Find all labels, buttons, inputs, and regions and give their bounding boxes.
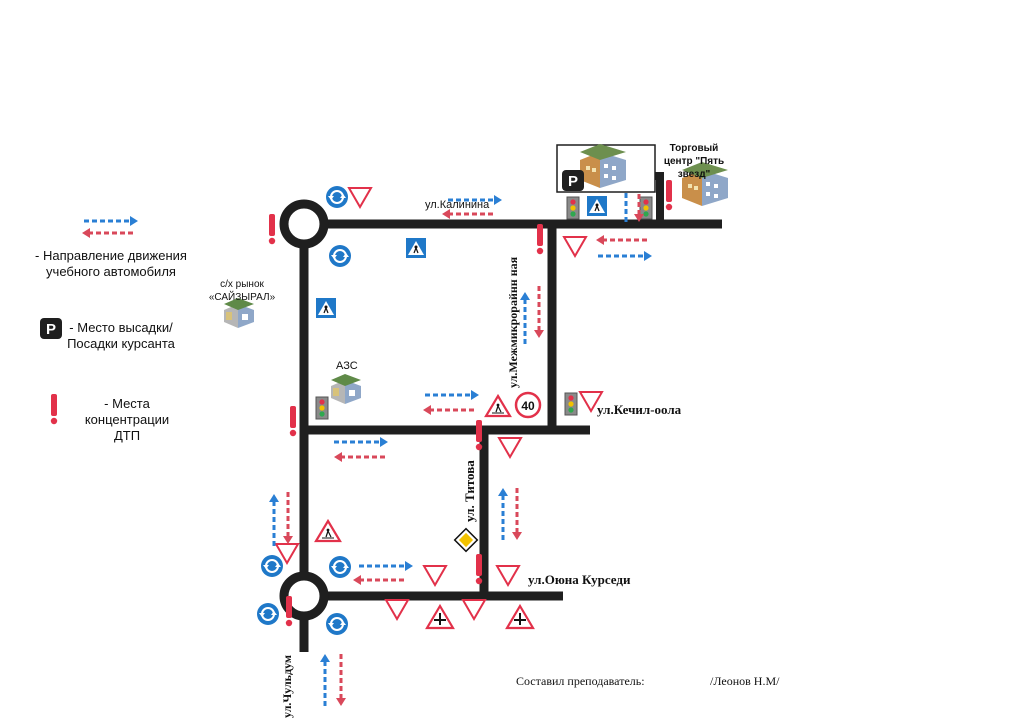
yield-sign-icon (423, 565, 447, 586)
roundabout-sign-icon (260, 554, 284, 578)
accident-mark-icon (665, 180, 673, 211)
parking-sign-letter: P (568, 173, 578, 190)
arrow-down (281, 490, 295, 546)
legend-accident-label: - Места концентрации ДТП (84, 396, 170, 443)
roundabout-sign-icon (328, 555, 352, 579)
arrow-left (594, 233, 652, 247)
yield-sign-icon (462, 599, 486, 620)
roundabout-sign-icon (325, 185, 349, 209)
legend-arrow-left (80, 226, 138, 240)
accident-mark-icon (475, 554, 483, 585)
warning-pedestrian-icon (314, 519, 342, 543)
arrow-right (357, 559, 415, 573)
roads (279, 172, 722, 652)
gas-station-icon (331, 374, 361, 404)
accident-mark-icon (268, 214, 276, 245)
parking-icon: P (562, 170, 584, 191)
crossroads-icon (425, 604, 455, 630)
accident-mark-icon (285, 596, 293, 627)
author-label: Составил преподаватель: (516, 674, 645, 688)
author-name: /Леонов Н.М/ (710, 674, 780, 688)
traffic-light-icon (564, 392, 578, 416)
pedestrian-crossing-icon (586, 195, 608, 217)
pedestrian-crossing-icon (315, 297, 337, 319)
arrow-left (332, 450, 390, 464)
legend-parking-letter: P (46, 321, 56, 338)
arrow-right (596, 249, 654, 263)
yield-sign-icon (385, 599, 409, 620)
street-label-oyuna: ул.Оюна Курседи (528, 572, 631, 587)
arrow-right (332, 435, 390, 449)
legend-direction-label: - Направление движения учебного автомоби… (35, 248, 187, 279)
roundabout-bottom (279, 571, 329, 621)
yield-sign-icon (563, 236, 587, 257)
legend-arrow-right (82, 214, 140, 228)
arrow-left (421, 403, 479, 417)
pedestrian-crossing-icon (405, 237, 427, 259)
speed-limit-icon: 40 (514, 391, 542, 419)
arrow-down (510, 486, 524, 542)
arrow-right (423, 388, 481, 402)
priority-road-icon (453, 527, 479, 553)
traffic-light-icon (315, 396, 329, 420)
traffic-light-icon (566, 196, 580, 220)
yield-sign-icon (496, 565, 520, 586)
street-label-mezhmikro: ул.Межмикрорайнн ная (506, 256, 520, 388)
arrow-up (518, 290, 532, 346)
accident-mark-icon (289, 406, 297, 437)
yield-sign-icon (348, 187, 372, 208)
roundabout-sign-icon (328, 244, 352, 268)
roundabout-sign-icon (325, 612, 349, 636)
market-label: с/х рынок «САЙЗЫРАЛ» (208, 279, 276, 303)
arrow-up (318, 652, 332, 708)
roundabout-sign-icon (256, 602, 280, 626)
mall-label: Торговый центр "Пять звезд" (663, 143, 725, 180)
building-icon (580, 144, 626, 188)
street-label-kalinina: ул.Калинина (425, 199, 490, 211)
arrow-down (334, 652, 348, 708)
street-label-titova: ул. Титова (462, 460, 477, 522)
arrow-down (532, 284, 546, 340)
crossroads-icon (505, 604, 535, 630)
accident-mark-icon (475, 420, 483, 451)
azs-label: АЗС (336, 360, 358, 372)
speed-limit-value: 40 (521, 399, 535, 413)
signs: 40 (256, 185, 653, 636)
arrow-up (496, 486, 510, 542)
roundabout-top (279, 199, 329, 249)
accident-mark-icon (536, 224, 544, 255)
street-label-chuldum: ул.Чульдум (280, 654, 294, 718)
arrow-left (351, 573, 409, 587)
yield-sign-icon (498, 437, 522, 458)
legend-parking-label: - Место высадки/ Посадки курсанта (67, 320, 175, 351)
legend-accident-icon (50, 394, 58, 425)
arrow-up (267, 492, 281, 548)
street-label-kechil: ул.Кечил-оола (597, 402, 682, 417)
legend-parking-icon: P (40, 318, 62, 339)
buildings: P P (40, 144, 728, 404)
warning-pedestrian-icon (484, 394, 512, 418)
